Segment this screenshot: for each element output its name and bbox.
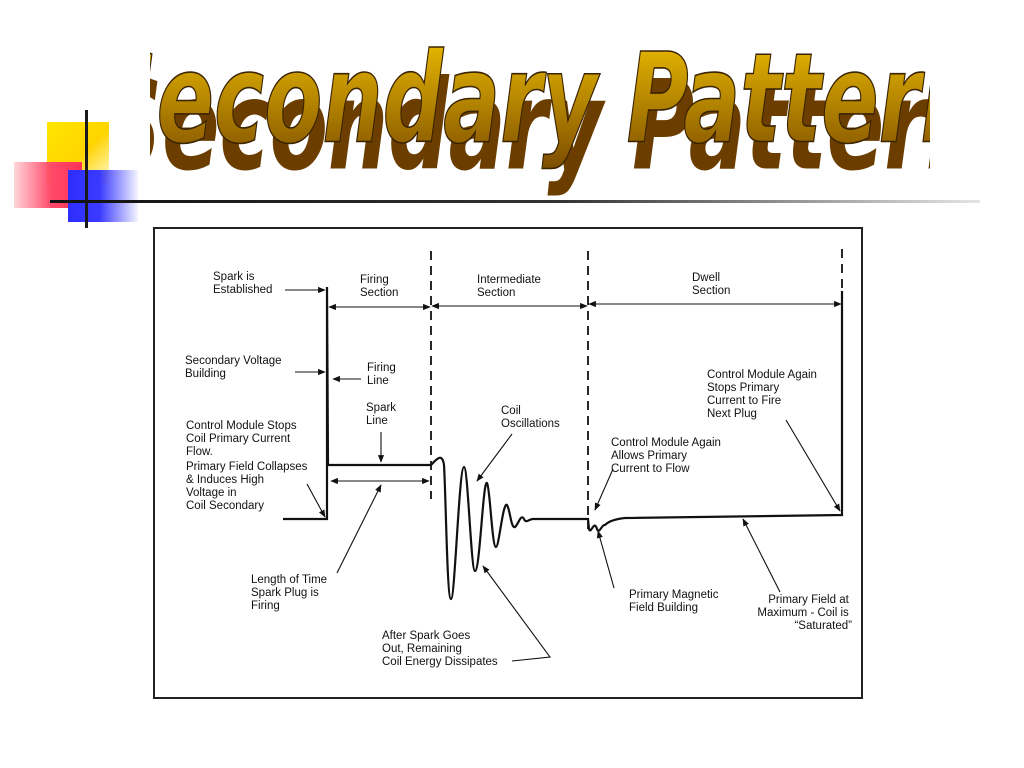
control-module-allows-label: Control Module Again Allows Primary Curr…	[611, 437, 724, 475]
firing-line-label: Firing Line	[367, 362, 399, 387]
secondary-pattern-diagram: Firing Section Intermediate Section Dwel…	[153, 227, 863, 699]
after-spark-pointer	[482, 565, 552, 662]
dwell-section-label: Dwell Section	[692, 272, 730, 297]
blue-accent-block	[68, 170, 138, 222]
length-of-time-pointer	[336, 484, 382, 574]
spark-line-label: Spark Line	[366, 402, 399, 427]
slide-title: Secondary Pattern Secondary Pattern	[150, 20, 930, 200]
firing-section-label: Firing Section	[360, 274, 398, 299]
title-underline	[50, 200, 980, 203]
vertical-accent-line	[85, 110, 88, 228]
primary-field-collapses-label: Primary Field Collapses & Induces High V…	[186, 461, 311, 512]
primary-magnetic-label: Primary Magnetic Field Building	[629, 589, 722, 614]
coil-oscillations-label: Coil Oscillations	[501, 405, 560, 430]
primary-field-collapses-pointer	[306, 483, 326, 518]
primary-field-max-pointer	[742, 518, 781, 593]
secondary-waveform	[283, 286, 844, 601]
primary-magnetic-pointer	[596, 530, 615, 589]
primary-field-max-label: Primary Field at Maximum - Coil is “Satu…	[757, 594, 852, 632]
spark-established-label: Spark is Established	[213, 271, 272, 296]
intermediate-section-label: Intermediate Section	[477, 274, 544, 299]
control-module-allows-pointer	[594, 468, 614, 511]
slide-title-text: Secondary Pattern	[150, 27, 930, 172]
secondary-voltage-label: Secondary Voltage Building	[185, 355, 285, 380]
after-spark-label: After Spark Goes Out, Remaining Coil Ene…	[382, 630, 498, 668]
slide-title-wordart: Secondary Pattern Secondary Pattern	[150, 26, 930, 199]
control-module-again-stops-pointer	[785, 419, 841, 512]
waveform-diagram: Firing Section Intermediate Section Dwel…	[185, 249, 852, 668]
slide-title-shadow: Secondary Pattern	[150, 54, 930, 199]
length-of-time-label: Length of Time Spark Plug is Firing	[251, 574, 330, 612]
control-module-stops-label: Control Module Stops Coil Primary Curren…	[186, 420, 300, 458]
coil-oscillations-pointer	[476, 433, 513, 482]
control-module-again-stops-label: Control Module Again Stops Primary Curre…	[707, 369, 820, 420]
